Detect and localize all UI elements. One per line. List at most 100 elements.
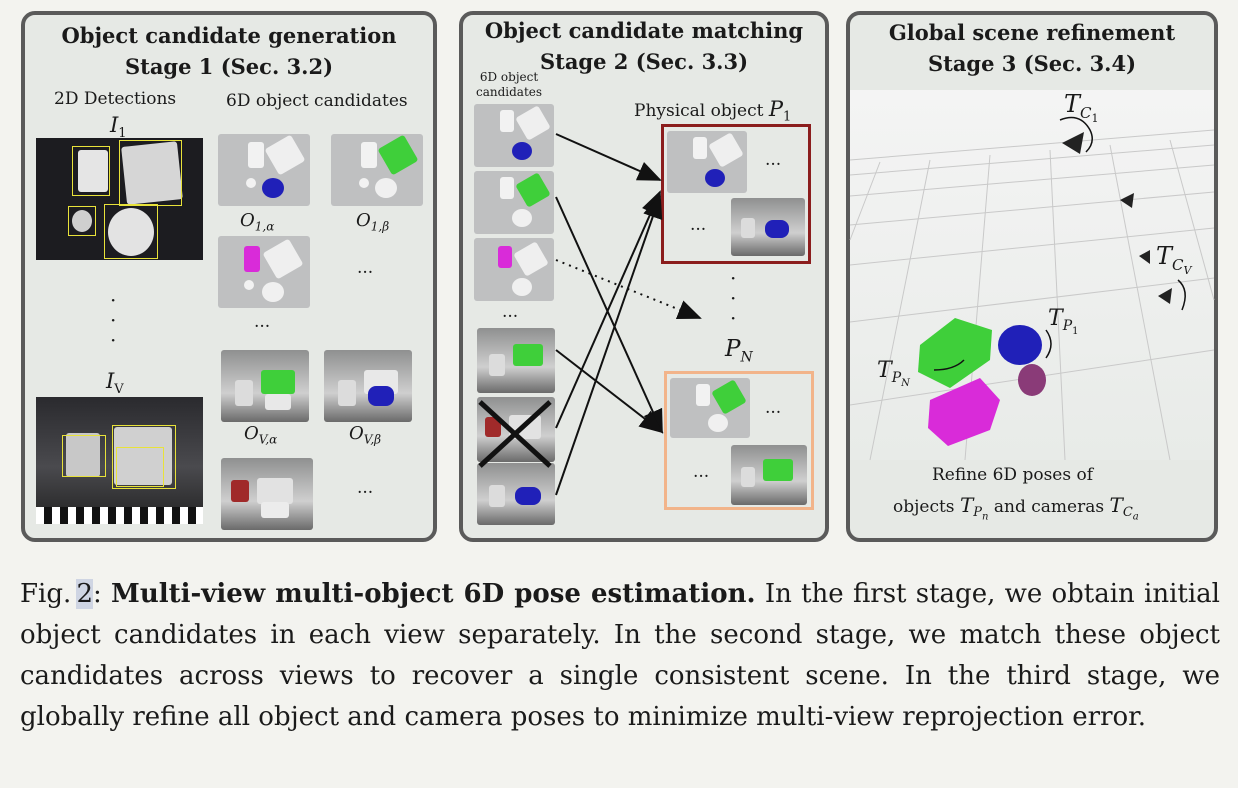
candidate-1a-label: O1,α bbox=[240, 210, 275, 234]
stage1-title: Object candidate generation Stage 1 (Sec… bbox=[25, 20, 433, 82]
ellipsis: ... bbox=[693, 462, 710, 482]
caption-bold-title: Multi-view multi-object 6D pose estimati… bbox=[111, 579, 756, 609]
white-case-object bbox=[66, 433, 100, 477]
red-box-object bbox=[485, 417, 501, 437]
camera-1-icon bbox=[1062, 132, 1084, 154]
detections-label: 2D Detections bbox=[54, 89, 177, 109]
candidate-thumb-1c bbox=[218, 236, 310, 308]
white-cylinder bbox=[265, 394, 291, 410]
camera-2-icon bbox=[1120, 193, 1134, 208]
match-arrow bbox=[555, 194, 663, 496]
ellipsis: ... bbox=[690, 215, 707, 235]
stage2-candidate-3 bbox=[474, 238, 554, 301]
figure-caption: Fig. 2: Multi-view multi-object 6D pose … bbox=[20, 574, 1220, 738]
stage2-candidates-label: 6D object candidates bbox=[476, 70, 543, 99]
white-box-object bbox=[500, 110, 514, 132]
blue-object bbox=[998, 325, 1042, 365]
white-box-object bbox=[361, 142, 377, 168]
white-cylinder bbox=[262, 282, 284, 302]
candidate-thumb-vb bbox=[324, 350, 412, 422]
detection-box bbox=[72, 146, 110, 196]
candidates-label: 6D object candidates bbox=[226, 91, 408, 111]
white-box-object bbox=[741, 467, 755, 487]
candidate-vb-label: OV,β bbox=[349, 423, 382, 447]
caption-prefix: Fig. bbox=[20, 579, 72, 609]
caption-colon: : bbox=[93, 579, 102, 609]
ellipsis: ... bbox=[357, 478, 374, 498]
white-box-object bbox=[338, 380, 356, 406]
stage2-title-line1: Object candidate matching bbox=[484, 18, 804, 43]
small-part-object bbox=[359, 178, 369, 188]
white-box-object bbox=[78, 150, 108, 192]
white-box-object bbox=[696, 384, 710, 406]
candidate-thumb-1b bbox=[331, 134, 423, 206]
white-box-object bbox=[489, 354, 505, 376]
purple-object bbox=[1018, 364, 1046, 396]
stage3-title-line2: Stage 3 (Sec. 3.4) bbox=[927, 51, 1137, 76]
tcv-label: TCV bbox=[1156, 242, 1192, 277]
checker-marker bbox=[36, 507, 203, 524]
image-v-label: IV bbox=[106, 369, 124, 398]
detection-box bbox=[116, 447, 164, 487]
tp1-label: TP1 bbox=[1048, 306, 1079, 338]
camera-v-icon bbox=[1158, 288, 1172, 304]
magenta-box-object bbox=[244, 246, 260, 272]
white-cylinder bbox=[512, 278, 532, 296]
detection-box bbox=[112, 425, 176, 489]
match-arrow bbox=[555, 133, 662, 181]
white-cylinder-object bbox=[108, 208, 154, 256]
pn-label: PN bbox=[725, 336, 753, 366]
white-cylinder bbox=[261, 502, 289, 518]
detection-box bbox=[104, 204, 158, 259]
camera-3-icon bbox=[1139, 250, 1150, 264]
image-v-photo bbox=[36, 397, 203, 524]
rotation-arrow-icon bbox=[933, 359, 965, 371]
blue-cylinder bbox=[705, 169, 725, 187]
stage1-vdots: ··· bbox=[110, 288, 117, 352]
stage1-title-line1: Object candidate generation bbox=[61, 23, 397, 48]
caption-figure-number[interactable]: 2 bbox=[76, 579, 94, 609]
match-arrow bbox=[555, 196, 663, 434]
stage3-title-line1: Global scene refinement bbox=[888, 20, 1176, 45]
white-box-object bbox=[235, 380, 253, 406]
white-case-object bbox=[114, 427, 172, 485]
green-case-object bbox=[261, 370, 295, 394]
white-box-object bbox=[248, 142, 264, 168]
refine-text-line2: objects TPn and cameras TCa bbox=[893, 493, 1139, 523]
magenta-object bbox=[928, 378, 1000, 446]
white-box-object bbox=[500, 177, 514, 199]
white-box-object bbox=[741, 218, 755, 238]
stage3-title: Global scene refinement Stage 3 (Sec. 3.… bbox=[850, 17, 1214, 79]
white-cylinder bbox=[375, 178, 397, 198]
detection-box bbox=[119, 140, 182, 206]
small-part-object bbox=[244, 280, 254, 290]
small-part-object bbox=[72, 210, 92, 232]
match-arrow bbox=[555, 190, 661, 429]
pn-member-2 bbox=[731, 445, 807, 505]
refine-text-line1: Refine 6D poses of bbox=[932, 465, 1094, 485]
tc1-label: TC1 bbox=[1064, 90, 1099, 125]
p1-member-1 bbox=[667, 131, 747, 193]
candidate-thumb-1a bbox=[218, 134, 310, 206]
physical-object-label: Physical object P1 bbox=[634, 97, 792, 125]
caption-text: In the first stage, we obtain initial ob… bbox=[20, 579, 1221, 732]
candidate-1b-label: O1,β bbox=[356, 210, 390, 234]
rotation-arrow-icon bbox=[1045, 329, 1052, 359]
stage1-title-line2: Stage 1 (Sec. 3.2) bbox=[124, 54, 334, 79]
stage2-vdots: ··· bbox=[730, 266, 737, 330]
stage2-candidate-4 bbox=[477, 328, 555, 393]
magenta-box-object bbox=[498, 246, 512, 268]
white-box-object bbox=[693, 137, 707, 159]
candidate-thumb-vc bbox=[221, 458, 313, 530]
green-case-object bbox=[513, 344, 543, 366]
stage2-candidate-2 bbox=[474, 171, 554, 234]
ellipsis: ... bbox=[765, 150, 782, 170]
blue-cylinder bbox=[262, 178, 284, 198]
green-case-object bbox=[763, 459, 793, 481]
rotation-arrow-icon bbox=[1177, 279, 1186, 311]
p1-member-2 bbox=[731, 198, 805, 256]
tpn-label: TPN bbox=[877, 358, 910, 390]
